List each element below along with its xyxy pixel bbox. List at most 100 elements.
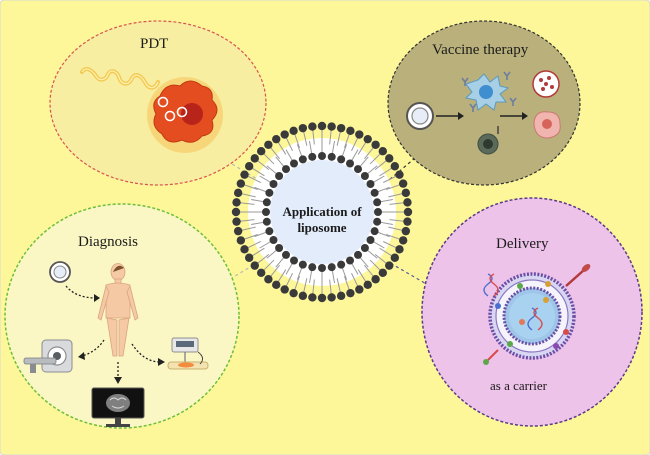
central-liposome: Application of liposome [231,121,413,303]
ct-scanner-icon [23,339,73,373]
inner-lipid-head [370,188,379,197]
outer-lipid-head [308,293,317,302]
outer-lipid-head [403,217,412,226]
inner-lipid-head [327,263,336,272]
outer-lipid-head [390,253,400,262]
inner-lipid-head [262,217,271,226]
inner-lipid-layer [250,140,394,284]
outer-lipid-head [317,293,327,303]
inner-lipid-head [269,236,278,244]
inner-lipid-head [308,152,317,161]
inner-lipid-head [360,172,369,181]
outer-lipid-head [385,261,394,270]
inner-lipid-head [374,208,382,216]
outer-lipid-head [298,291,308,301]
center-title-line2: liposome [297,220,346,235]
pdt-panel: PDT [49,20,267,186]
outer-lipid-head [244,253,254,262]
outer-lipid-head [272,280,281,290]
t-cell-icon [477,126,499,155]
outer-lipid-head [363,280,372,290]
outer-lipid-head [346,288,355,298]
outer-lipid-head [308,122,317,131]
inner-lipid-head [373,217,382,226]
outer-lipid-head [298,123,308,133]
outer-lipid-head [336,123,346,133]
vaccine-liposome-icon [406,102,434,130]
inner-lipid-head [282,165,291,174]
inner-lipid-head [269,180,278,188]
outer-lipid-head [355,285,364,294]
light-beam-icon [80,67,160,90]
outer-lipid-head [346,126,355,136]
antibody-icon [461,71,517,112]
outer-lipid-head [401,226,411,236]
outer-lipid-head [378,268,388,278]
inner-lipid-head [275,243,284,252]
inner-lipid-head [275,172,284,181]
delivery-caption: as a carrier [490,378,548,393]
outer-lipid-head [378,146,388,156]
delivery-panel: Delivery as a carrier [421,197,643,427]
inner-lipid-head [337,155,346,164]
center-title-line1: Application of [282,204,362,219]
pdt-title: PDT [140,36,168,52]
outer-lipid-head [264,140,273,149]
outer-lipid-head [398,236,408,245]
inner-lipid-head [298,155,307,164]
outer-lipid-head [231,207,241,217]
outer-lipid-head [233,188,243,198]
outer-lipid-head [256,268,266,278]
mri-monitor-icon [91,387,145,427]
inner-lipid-head [308,263,317,272]
inner-lipid-head [262,198,271,207]
outer-lipid-head [232,198,241,207]
outer-lipid-head [250,154,259,163]
inner-lipid-head [353,250,362,259]
inner-lipid-head [346,256,354,265]
outer-lipid-head [280,285,289,294]
outer-lipid-head [403,198,412,207]
inner-lipid-head [265,188,274,197]
inner-lipid-head [370,227,379,236]
inner-lipid-head [318,152,326,160]
diagnosis-title: Diagnosis [78,234,138,250]
delivery-title: Delivery [496,236,549,252]
outer-lipid-head [355,130,364,139]
inner-lipid-head [318,264,326,272]
outer-lipid-head [317,121,327,131]
outer-lipid-head [272,134,281,144]
outer-lipid-head [244,162,254,171]
outer-lipid-head [280,130,289,139]
outer-lipid-head [236,179,246,188]
outer-lipid-head [327,293,336,302]
vaccine-panel: Vaccine therapy [387,20,581,186]
outer-lipid-head [264,275,273,284]
outer-lipid-head [232,217,241,226]
inner-lipid-head [298,260,307,269]
inner-lipid-head [265,227,274,236]
outer-lipid-head [240,170,249,179]
outer-lipid-head [398,179,408,188]
inner-lipid-head [290,159,298,168]
outer-lipid-head [371,140,380,149]
carrier-liposome-icon [488,272,576,360]
inner-lipid-head [327,152,336,161]
outer-lipid-head [336,291,346,301]
liposome-core [270,160,374,264]
outer-lipid-head [236,236,246,245]
outer-lipid-head [327,122,336,131]
ligand-icon [483,264,591,365]
outer-lipid-head [395,170,404,179]
dna-icon [483,273,543,331]
inner-lipid-head [353,165,362,174]
outer-lipid-head [250,261,259,270]
inner-lipid-head [366,180,375,188]
outer-lipid-head [240,245,249,254]
outer-lipid-head [390,162,400,171]
inner-lipid-head [262,208,270,216]
outer-lipid-head [256,146,266,156]
inner-lipid-head [282,250,291,259]
outer-lipid-head [289,126,298,136]
